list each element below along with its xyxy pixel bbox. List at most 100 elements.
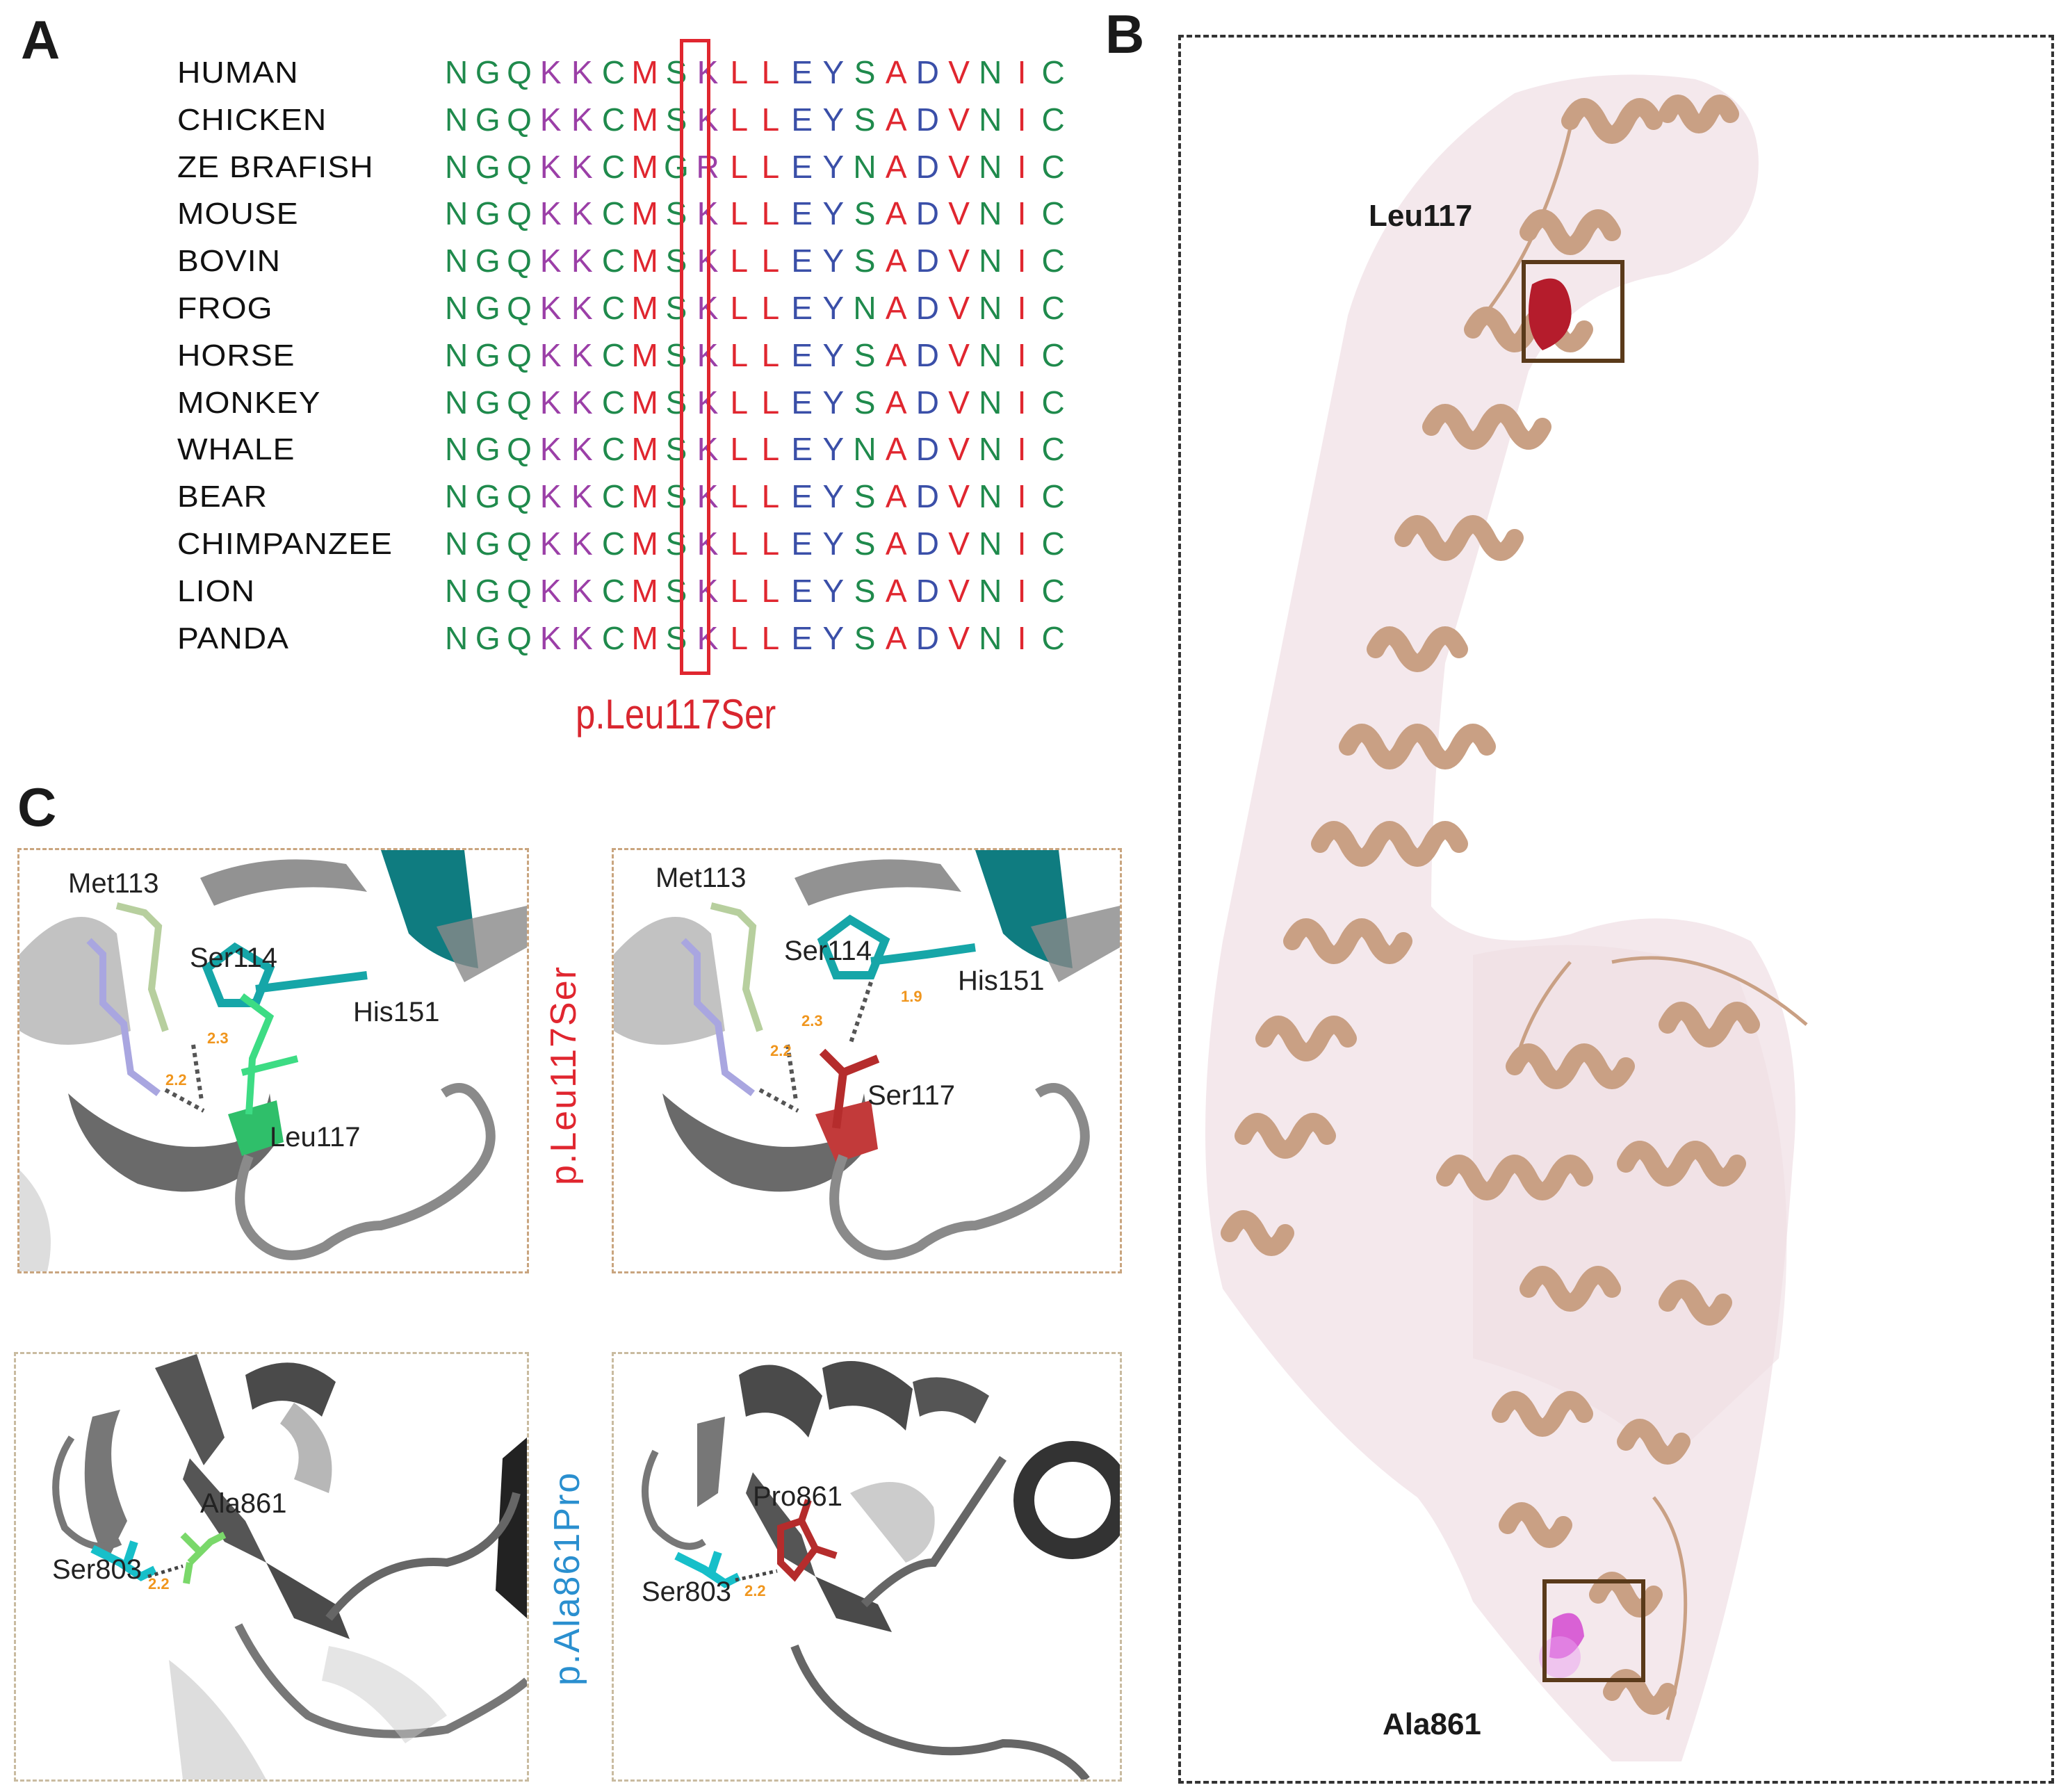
distance-label: 2.3: [207, 1029, 229, 1047]
panel-b-protein-structure-frame: Leu117 Ala861: [1178, 35, 2054, 1784]
species-label: WHALE: [177, 432, 295, 467]
residue: D: [915, 243, 940, 279]
residue: V: [948, 526, 970, 562]
residue: L: [730, 54, 749, 90]
residue: K: [539, 336, 562, 373]
residue: C: [601, 572, 626, 609]
residue: N: [979, 101, 1002, 138]
residue-label-ser114: Ser114: [190, 943, 278, 973]
residue: I: [1017, 384, 1027, 421]
residue: L: [761, 54, 780, 90]
species-label: ZE BRAFISH: [177, 149, 374, 184]
residue: S: [854, 619, 876, 656]
residue: C: [1041, 243, 1065, 279]
residue: Q: [507, 290, 532, 326]
residue: S: [665, 478, 687, 515]
leu117-site-box: [1522, 260, 1624, 363]
residue: C: [601, 478, 626, 515]
residue: M: [631, 243, 658, 279]
site-label-ala861: Ala861: [1383, 1707, 1481, 1741]
residue: M: [631, 290, 658, 326]
residue: C: [601, 290, 626, 326]
residue: N: [444, 54, 469, 90]
residue: S: [854, 243, 876, 279]
species-label: CHICKEN: [177, 102, 327, 137]
residue: C: [601, 619, 626, 656]
residue: D: [915, 572, 940, 609]
residue: A: [885, 195, 907, 232]
residue: N: [979, 526, 1002, 562]
residue: L: [761, 619, 780, 656]
residue: Y: [822, 148, 845, 185]
residue: S: [665, 195, 687, 232]
residue: K: [539, 619, 562, 656]
distance-label: 2.2: [165, 1071, 187, 1089]
residue: S: [665, 54, 687, 90]
residue: I: [1017, 619, 1027, 656]
species-label: BOVIN: [177, 244, 282, 279]
ala861-wildtype-structure-graphic: [52, 1354, 527, 1779]
residue: A: [885, 431, 907, 468]
residue: L: [730, 290, 749, 326]
distance-label: 2.2: [770, 1042, 792, 1059]
residue: Y: [822, 54, 845, 90]
residue: L: [730, 526, 749, 562]
residue: M: [631, 384, 658, 421]
residue: C: [1041, 384, 1065, 421]
residue: C: [601, 526, 626, 562]
residue: K: [571, 148, 593, 185]
residue: N: [979, 148, 1002, 185]
residue: S: [854, 478, 876, 515]
residue: C: [601, 101, 626, 138]
residue: N: [979, 478, 1002, 515]
residue: V: [948, 384, 970, 421]
mutation-label-leu117ser: p.Leu117Ser: [544, 966, 584, 1185]
residue: Y: [822, 619, 845, 656]
residue: S: [854, 384, 876, 421]
residue: E: [791, 478, 813, 515]
residue: C: [1041, 54, 1065, 90]
residue: V: [948, 195, 970, 232]
residue: N: [853, 431, 877, 468]
residue-label-met113: Met113: [68, 868, 159, 899]
full-protein-structure-graphic: [1205, 74, 1808, 1762]
residue: C: [1041, 619, 1065, 656]
leu117-wildtype-structure-graphic: [19, 850, 527, 1271]
residue: N: [979, 54, 1002, 90]
residue: K: [539, 101, 562, 138]
residue: G: [475, 290, 500, 326]
species-label: MONKEY: [177, 385, 321, 420]
residue: M: [631, 619, 658, 656]
residue: S: [665, 526, 687, 562]
residue: C: [601, 336, 626, 373]
residue: Q: [507, 336, 532, 373]
residue: N: [444, 336, 469, 373]
species-label: HORSE: [177, 338, 295, 373]
residue: Q: [507, 572, 532, 609]
residue: G: [475, 572, 500, 609]
residue: G: [475, 54, 500, 90]
residue: E: [791, 431, 813, 468]
residue: L: [730, 195, 749, 232]
residue: M: [631, 54, 658, 90]
residue: L: [761, 478, 780, 515]
residue: L: [761, 336, 780, 373]
species-label: MOUSE: [177, 197, 299, 231]
residue: G: [475, 243, 500, 279]
residue: A: [885, 384, 907, 421]
residue: A: [885, 243, 907, 279]
structure-box-ser117-mutant: Met113 Ser114 His151 Ser117 2.3 2.2 1.9: [612, 848, 1122, 1273]
residue: I: [1017, 290, 1027, 326]
residue: Q: [507, 431, 532, 468]
residue: L: [761, 572, 780, 609]
residue: D: [915, 54, 940, 90]
residue: L: [761, 290, 780, 326]
residue: K: [539, 384, 562, 421]
residue: N: [444, 478, 469, 515]
residue-label-ser803: Ser803: [52, 1554, 142, 1585]
residue: E: [791, 290, 813, 326]
